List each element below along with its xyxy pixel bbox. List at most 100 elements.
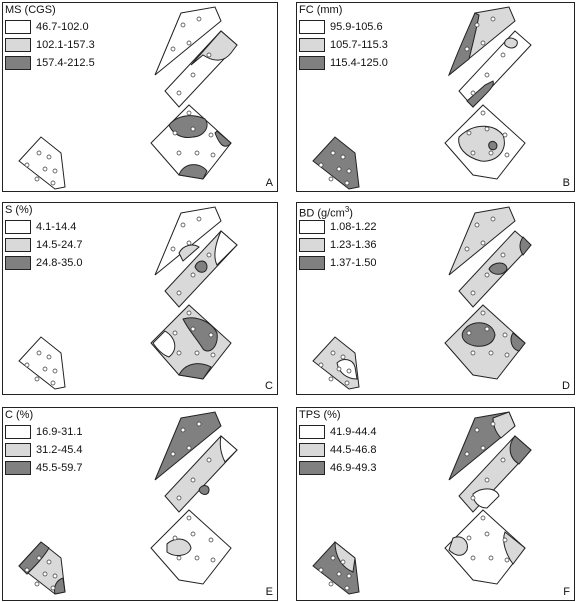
sample-point	[490, 216, 496, 222]
field-plot	[312, 136, 360, 190]
sample-point	[50, 585, 56, 591]
sample-point	[470, 350, 476, 356]
sample-point	[196, 216, 202, 222]
sample-point	[172, 130, 178, 136]
contour-zone	[492, 411, 516, 439]
legend-swatch	[299, 56, 325, 70]
sample-point	[170, 451, 176, 457]
map-svg	[312, 206, 532, 390]
legend: 4.1-14.4 14.5-24.7 24.8-35.0	[5, 218, 82, 272]
map-svg	[18, 6, 238, 190]
panel-title-end: )	[349, 207, 353, 220]
sample-point	[186, 110, 192, 116]
sample-point	[42, 366, 48, 372]
sample-point	[328, 581, 334, 587]
legend-label: 4.1-14.4	[36, 221, 77, 233]
legend-label: 115.4-125.0	[330, 57, 388, 69]
legend-swatch	[299, 425, 325, 439]
sample-point	[186, 310, 192, 316]
sample-point	[186, 445, 192, 451]
sample-point	[210, 352, 216, 358]
sample-point	[50, 380, 56, 386]
sample-point	[344, 380, 350, 386]
contour-zone	[448, 536, 468, 556]
legend-swatch	[299, 443, 325, 457]
field-middle	[150, 304, 232, 380]
field-north	[447, 6, 532, 108]
legend-swatch	[5, 238, 31, 252]
map-panel-s: S (%) 4.1-14.4 14.5-24.7 24.8-35.0	[2, 202, 278, 395]
legend-item-low: 4.1-14.4	[5, 218, 82, 236]
legend-label: 24.8-35.0	[36, 257, 83, 269]
legend-item-high: 1.37-1.50	[299, 254, 376, 272]
map-panel-ms: MS (CGS) 46.7-102.0 102.1-157.3 157.4-21…	[2, 2, 278, 192]
legend-label: 157.4-212.5	[36, 57, 95, 69]
legend-item-mid: 105.7-115.3	[299, 36, 388, 54]
sample-point	[484, 326, 490, 332]
sample-point	[194, 350, 200, 356]
sample-point	[470, 90, 476, 96]
field-middle	[444, 304, 526, 380]
sample-point	[480, 40, 486, 46]
panel-title-superscript: 3	[344, 205, 350, 214]
sample-point	[196, 16, 202, 22]
field-north	[448, 206, 532, 308]
sample-point	[466, 535, 472, 541]
legend-label: 44.5-46.8	[330, 444, 377, 456]
sample-point	[502, 537, 508, 543]
panel-title: S (%)	[5, 204, 33, 216]
panel-label: C	[265, 380, 273, 392]
contour-zone	[168, 115, 208, 138]
sample-point	[318, 567, 324, 573]
field-north	[154, 6, 238, 108]
contour-zone	[214, 230, 238, 266]
legend-label: 1.08-1.22	[330, 221, 377, 233]
sample-point	[328, 376, 334, 382]
legend-label: 46.7-102.0	[36, 21, 89, 33]
sample-point	[480, 515, 486, 521]
field-north	[154, 206, 238, 308]
contour-zone	[182, 317, 218, 352]
sample-point	[206, 52, 212, 58]
field-south	[312, 336, 360, 390]
sample-point	[186, 515, 192, 521]
map-panel-bd: BD (g/cm3) 1.08-1.22 1.23-1.36 1.37-1.50	[296, 202, 575, 395]
sample-point	[208, 332, 214, 338]
sample-point	[504, 557, 510, 563]
legend-item-mid: 31.2-45.4	[5, 441, 82, 459]
contour-zone	[472, 488, 500, 509]
sample-point	[346, 168, 352, 174]
sample-point	[172, 535, 178, 541]
sample-point	[464, 46, 470, 52]
sample-points	[24, 16, 216, 186]
sample-point	[34, 376, 40, 382]
contour-zone	[334, 540, 356, 573]
sample-point	[502, 132, 508, 138]
legend-item-high: 157.4-212.5	[5, 54, 95, 72]
sample-point	[170, 46, 176, 52]
legend-label: 95.9-105.6	[330, 21, 383, 33]
map-panel-c: C (%) 16.9-31.1 31.2-45.4 45.5-59.7	[2, 407, 278, 601]
contour-zone	[166, 538, 192, 556]
legend: 41.9-44.4 44.5-46.8 46.9-49.3	[299, 423, 376, 477]
sample-point	[336, 366, 342, 372]
legend: 16.9-31.1 31.2-45.4 45.5-59.7	[5, 423, 82, 477]
contour-zone	[509, 435, 532, 465]
sample-point	[318, 362, 324, 368]
contour-zone	[54, 577, 66, 595]
legend-label: 45.5-59.7	[36, 462, 83, 474]
sample-point	[24, 362, 30, 368]
legend-item-mid: 14.5-24.7	[5, 236, 82, 254]
sample-point	[500, 252, 506, 258]
sample-point	[36, 350, 42, 356]
sample-point	[176, 90, 182, 96]
sample-point	[24, 162, 30, 168]
legend-label: 1.37-1.50	[330, 257, 377, 269]
legend-label: 105.7-115.3	[330, 39, 388, 51]
legend-item-mid: 102.1-157.3	[5, 36, 95, 54]
legend-swatch	[299, 38, 325, 52]
sample-point	[346, 573, 352, 579]
map-svg	[18, 411, 238, 595]
sample-point	[466, 330, 472, 336]
legend-label: 46.9-49.3	[330, 462, 377, 474]
